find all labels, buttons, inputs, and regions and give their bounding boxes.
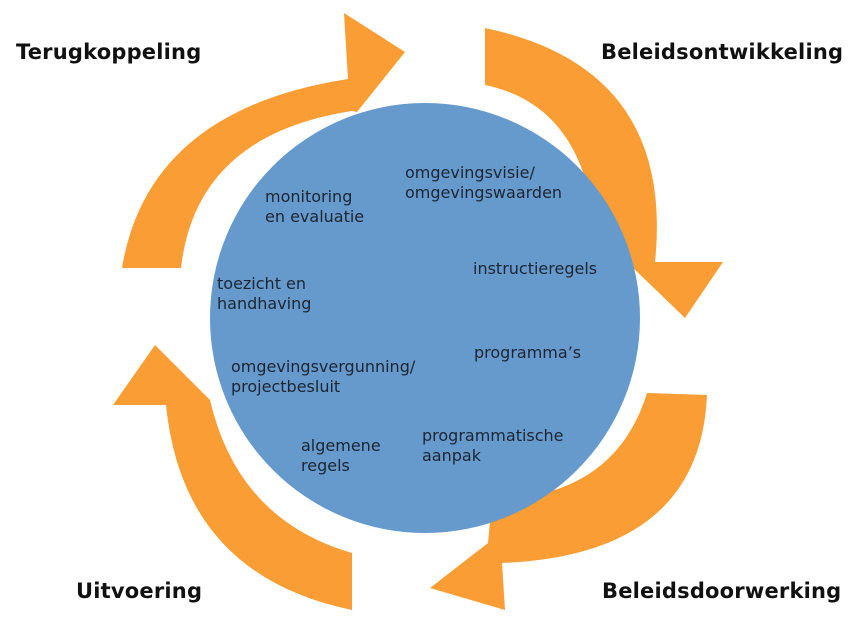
phase-label-terugkoppeling: Terugkoppeling — [16, 40, 202, 64]
instrument-omgevingsvisie: omgevingsvisie/ omgevingswaarden — [405, 163, 563, 202]
instrument-programmas: programma’s — [474, 343, 582, 362]
phase-label-uitvoering: Uitvoering — [76, 579, 203, 603]
phase-label-beleidsontwikkeling: Beleidsontwikkeling — [601, 40, 844, 64]
central-circle — [210, 103, 640, 533]
instrument-programmatische-aanpak: programmatische aanpak — [422, 426, 564, 465]
cycle-arrow-bottom-left — [113, 345, 352, 610]
instrument-algemene-regels: algemene regels — [301, 436, 381, 475]
phase-label-beleidsdoorwerking: Beleidsdoorwerking — [602, 579, 842, 603]
cycle-arrow-top-left — [122, 13, 405, 268]
cycle-arrow-bottom-right — [430, 393, 707, 610]
instrument-omgevingsvergunning: omgevingsvergunning/ projectbesluit — [231, 357, 416, 396]
instrument-monitoring: monitoring en evaluatie — [265, 187, 365, 226]
instrument-instructieregels: instructieregels — [473, 259, 598, 278]
instrument-toezicht: toezicht en handhaving — [217, 274, 312, 313]
cycle-arrow-top-right — [485, 28, 723, 318]
